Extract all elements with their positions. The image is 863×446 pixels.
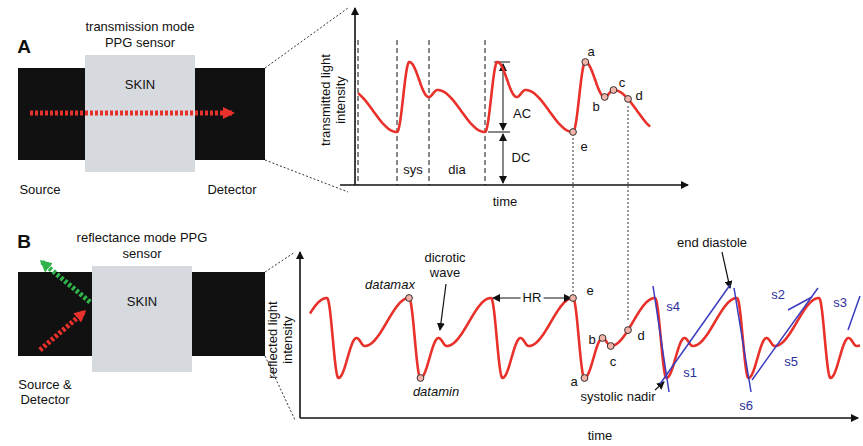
skin-region: [92, 266, 192, 372]
point-label: e: [586, 284, 593, 299]
point-label: a: [587, 45, 594, 60]
fiducial-point: [581, 375, 588, 382]
drawing-part: [265, 160, 348, 192]
light-path: [30, 111, 232, 116]
fiducial-point: [570, 295, 577, 302]
slope-label: s1: [683, 366, 697, 381]
waveforms: [310, 62, 860, 378]
slope-label: s5: [784, 355, 798, 370]
amplitude-label: DC: [512, 151, 531, 166]
fiducial-point: [625, 96, 632, 103]
slope-label: s6: [739, 399, 753, 414]
point-label: d: [635, 89, 642, 104]
ppg-waveform: [358, 62, 650, 132]
fiducial-point: [625, 327, 632, 334]
drawing-part: [397, 40, 398, 185]
axis-label: reflected light intensity: [266, 290, 296, 390]
amplitude-label: AC: [511, 107, 533, 122]
region-label: SKIN: [92, 294, 192, 309]
drawing-part: [299, 252, 301, 418]
panel-letter: B: [17, 231, 31, 253]
drawing-part: [573, 138, 574, 292]
drawing-part: [848, 296, 860, 330]
slope-label: s2: [771, 288, 785, 303]
leaders: [440, 252, 730, 390]
slope-label: s3: [833, 296, 847, 311]
drawing-part: [788, 297, 812, 310]
skin-region: reflectance mode PPG sensorSKIN: [92, 266, 192, 372]
point-label: a: [570, 375, 577, 390]
point-label: datamax: [365, 278, 415, 293]
fiducial-point: [607, 343, 614, 350]
fiducial-point: [610, 87, 617, 94]
drawing-part: [503, 134, 504, 183]
drawing-part: [265, 252, 295, 272]
region-label: SKIN: [85, 77, 195, 92]
point-label: b: [592, 100, 599, 115]
fiducial-point: [601, 94, 608, 101]
drawing-part: [340, 184, 688, 186]
drawing-part: [354, 8, 356, 185]
point-label: e: [580, 140, 587, 155]
drawing-part: [485, 40, 486, 185]
fiducial-point: [417, 375, 424, 382]
component-label: Source & Detector: [13, 378, 77, 408]
drawing-part: [440, 284, 446, 330]
point-label: d: [637, 329, 644, 344]
slope-label: s4: [666, 300, 680, 315]
ppg-waveform: [310, 298, 860, 378]
axis-label: transmitted light intensity: [319, 45, 349, 155]
light-path: [42, 262, 90, 302]
fiducial-point: [406, 295, 413, 302]
point-label: b: [588, 333, 595, 348]
drawing-part: [722, 252, 730, 288]
phase-markers: [358, 40, 485, 185]
component-label: Detector: [207, 183, 256, 198]
slope-lines: [653, 285, 860, 392]
axes: [300, 8, 858, 418]
point-label: c: [610, 355, 617, 370]
correspondence-lines: [573, 106, 628, 322]
feature-label: systolic nadir: [580, 390, 655, 405]
drawing-part: [660, 285, 730, 384]
phase-label: dia: [448, 163, 465, 178]
drawing-part: [734, 288, 751, 392]
drawing-part: [503, 64, 504, 130]
panel-letter: A: [17, 36, 31, 58]
feature-label: dicrotic wave: [415, 251, 475, 281]
point-label: c: [619, 76, 626, 91]
feature-label: end diastole: [677, 236, 747, 251]
fiducial-point: [570, 129, 577, 136]
drawing-part: [300, 417, 858, 419]
sensor-heading: reflectance mode PPG sensor: [72, 230, 212, 263]
drawing-part: [655, 382, 664, 390]
drawing-part: [358, 40, 359, 185]
component-label: Source: [19, 183, 60, 198]
light-path: [40, 312, 84, 350]
drawing-part: [265, 8, 348, 68]
interval-label: HR: [521, 291, 544, 306]
fiducial-points: [406, 59, 632, 382]
axis-label: time: [493, 195, 518, 210]
drawing-part: [628, 106, 629, 322]
point-label: datamin: [413, 385, 459, 400]
drawing-part: [488, 132, 510, 133]
axis-label: time: [588, 429, 613, 444]
fiducial-point: [582, 59, 589, 66]
fiducial-point: [599, 335, 606, 342]
drawing-part: [429, 40, 430, 185]
drawing-part: [752, 288, 818, 380]
phase-label: sys: [403, 163, 423, 178]
sensor-heading: transmission mode PPG sensor: [70, 19, 210, 52]
skin-region: transmission mode PPG sensorSKIN: [85, 55, 195, 172]
